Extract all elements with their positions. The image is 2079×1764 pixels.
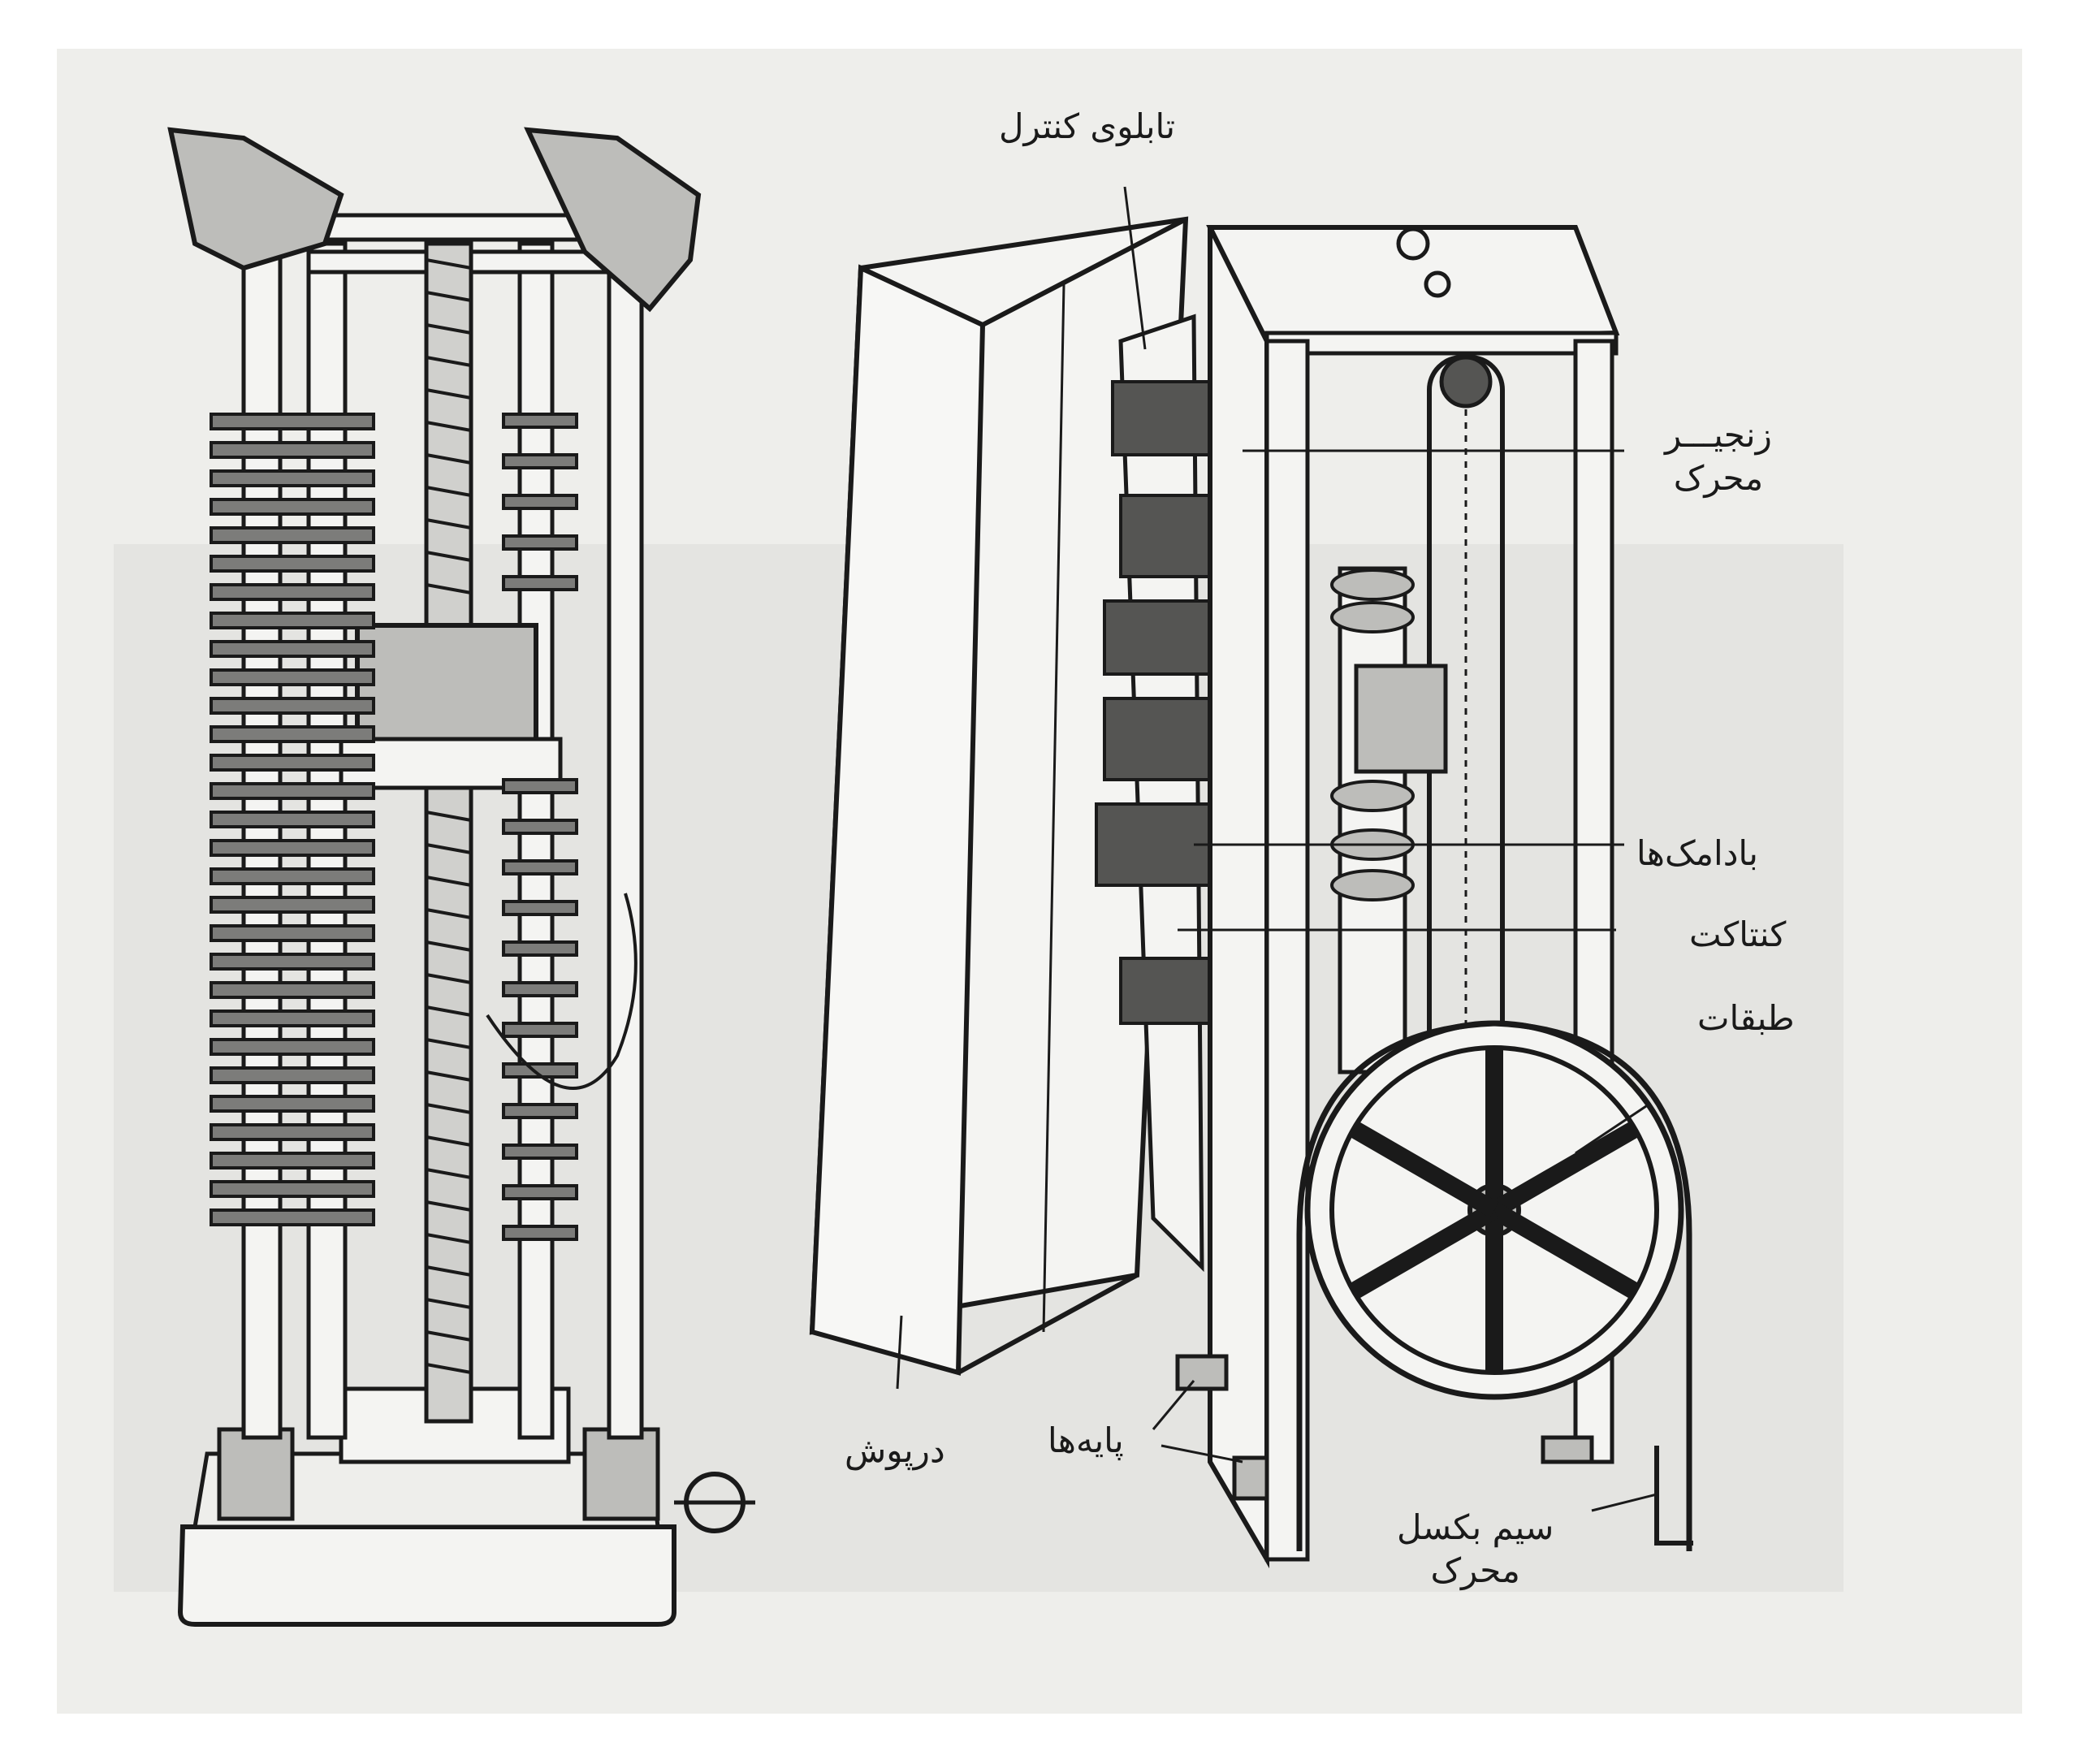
label-contact: کنتاکت: [1689, 914, 1787, 954]
label-motor-chain-line2: محرک: [1673, 457, 1764, 498]
label-cams: بادامک‌ها: [1636, 833, 1758, 873]
label-motor-chain: زنجیـــر محرک: [1665, 414, 1772, 499]
label-control-panel: تابلوی کنترل: [999, 106, 1176, 146]
label-motor-chain-line1: زنجیـــر: [1665, 415, 1772, 455]
label-door-cover: درپوش: [845, 1430, 945, 1470]
control-cabinet: [809, 216, 1693, 1569]
label-motor-cable-line1: سیم بکسل: [1397, 1507, 1554, 1547]
leader-lines: [896, 186, 1658, 1512]
floor-selector-machine: [167, 127, 755, 1627]
label-floors: طبقات: [1697, 998, 1795, 1038]
label-motor-cable: سیم بکسل محرک: [1397, 1507, 1554, 1592]
label-feet: پایه‌ها: [1048, 1420, 1124, 1460]
label-motor-cable-line2: محرک: [1430, 1550, 1520, 1590]
